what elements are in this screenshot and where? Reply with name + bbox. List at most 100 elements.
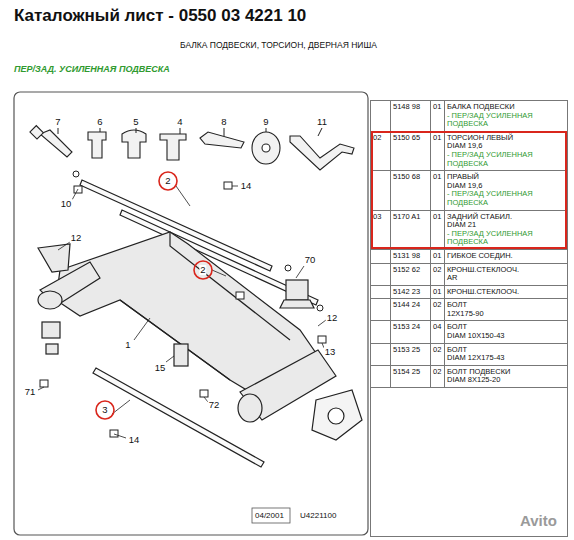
table-cell bbox=[371, 101, 391, 131]
table-cell: БОЛТDIAM 10X150-43 bbox=[445, 321, 567, 342]
part-description: БОЛТ ПОДВЕСКИ bbox=[447, 368, 565, 377]
part-description: AR bbox=[447, 274, 565, 283]
table-row: 5148 9801БАЛКА ПОДВЕСКИ- ПЕР/ЗАД УСИЛЕНН… bbox=[371, 101, 567, 132]
table-cell: 01 bbox=[431, 286, 445, 299]
table-cell: БОЛТ12X175-90 bbox=[445, 299, 567, 320]
table-cell: 5152 62 bbox=[391, 264, 431, 285]
callout-number: 3 bbox=[101, 405, 108, 415]
table-cell bbox=[371, 344, 391, 365]
variant-note: - ПЕР/ЗАД УСИЛЕННАЯ ПОДВЕСКА bbox=[447, 151, 565, 168]
table-row: 025150 6501ТОРСИОН ЛЕВЫЙDIAM 19,6- ПЕР/З… bbox=[371, 132, 567, 171]
group-number: 03 bbox=[373, 213, 388, 222]
table-cell: КРОНШ.СТЕКЛООЧ.AR bbox=[445, 264, 567, 285]
quantity: 02 bbox=[433, 266, 442, 275]
table-row: 5144 2402БОЛТ12X175-90 bbox=[371, 299, 567, 321]
variant-note: - ПЕР/ЗАД УСИЛЕННАЯ ПОДВЕСКА bbox=[447, 230, 565, 247]
table-cell: ЗАДНИЙ СТАБИЛ.DIAM 21- ПЕР/ЗАД УСИЛЕННАЯ… bbox=[445, 211, 567, 249]
part-code: 5153 25 bbox=[393, 346, 428, 355]
table-row: 03 5170 A101ЗАДНИЙ СТАБИЛ.DIAM 21- ПЕР/ЗА… bbox=[371, 211, 567, 250]
part-description: БОЛТ bbox=[447, 346, 565, 355]
table-cell bbox=[371, 286, 391, 299]
table-row: 5154 2502БОЛТ ПОДВЕСКИDIAM 8X125-20 bbox=[371, 366, 567, 388]
drawing-code: U4221100 bbox=[300, 511, 336, 520]
table-cell: ГИБКОЕ СОЕДИН. bbox=[445, 250, 567, 263]
table-row: 5152 6202КРОНШ.СТЕКЛООЧ.AR bbox=[371, 264, 567, 286]
callout-number: 11 bbox=[316, 117, 328, 127]
part-code: 5150 68 bbox=[393, 173, 428, 182]
callout-number: 13 bbox=[324, 347, 337, 357]
table-cell: 01 bbox=[431, 132, 445, 170]
table-cell: 5131 98 bbox=[391, 250, 431, 263]
callout-number: 70 bbox=[304, 255, 317, 265]
part-code: 5153 24 bbox=[393, 323, 428, 332]
part-code: 5150 65 bbox=[393, 134, 428, 143]
table-cell: 5150 68 bbox=[391, 171, 431, 209]
callout-number: 12 bbox=[70, 233, 83, 243]
parts-table: 5148 98 01 БАЛКА ПОДВЕСКИ - ПЕР/ЗАД УСИЛЕНН… bbox=[370, 100, 568, 537]
part-description: DIAM 19,6 bbox=[447, 182, 565, 191]
part-description: ТОРСИОН ЛЕВЫЙ bbox=[447, 134, 565, 143]
table-cell: 5153 24 bbox=[391, 321, 431, 342]
quantity: 01 bbox=[433, 134, 442, 143]
table-cell bbox=[371, 171, 391, 209]
quantity: 01 bbox=[433, 252, 442, 261]
callout-number: 14 bbox=[240, 181, 253, 191]
part-code: 5144 24 bbox=[393, 301, 428, 310]
variant-note: ПЕР/ЗАД. УСИЛЕННАЯ ПОДВЕСКА bbox=[14, 64, 170, 74]
part-code: 5142 23 bbox=[393, 288, 428, 297]
callout-number: 9 bbox=[262, 117, 269, 127]
callout-number: 7 bbox=[54, 117, 61, 127]
part-description: DIAM 21 bbox=[447, 221, 565, 230]
quantity: 01 bbox=[433, 288, 442, 297]
watermark: Avito bbox=[520, 512, 557, 529]
part-code: 5154 25 bbox=[393, 368, 428, 377]
part-description: DIAM 19,6 bbox=[447, 142, 565, 151]
table-cell: 5148 98 bbox=[391, 101, 431, 131]
table-cell bbox=[371, 299, 391, 320]
table-cell: 02 bbox=[431, 264, 445, 285]
part-code: 5170 A1 bbox=[393, 213, 428, 222]
part-description: 12X175-90 bbox=[447, 310, 565, 319]
table-row: 5142 23 01 КРОНШ.СТЕКЛООЧ. bbox=[371, 286, 567, 300]
table-cell: БОЛТ ПОДВЕСКИDIAM 8X125-20 bbox=[445, 366, 567, 387]
part-code: 5148 98 bbox=[393, 103, 428, 112]
part-description: DIAM 8X125-20 bbox=[447, 376, 565, 385]
part-description: DIAM 12X175-43 bbox=[447, 354, 565, 363]
table-cell: 5142 23 bbox=[391, 286, 431, 299]
callout-number: 8 bbox=[220, 117, 227, 127]
quantity: 01 bbox=[433, 173, 442, 182]
table-row: 5153 2502БОЛТDIAM 12X175-43 bbox=[371, 344, 567, 366]
table-cell bbox=[371, 264, 391, 285]
part-description: БАЛКА ПОДВЕСКИ bbox=[447, 103, 565, 112]
callout-number: 72 bbox=[208, 400, 221, 410]
table-cell: 01 bbox=[431, 250, 445, 263]
table-cell: ПРАВЫЙDIAM 19,6- ПЕР/ЗАД УСИЛЕННАЯ ПОДВЕ… bbox=[445, 171, 567, 209]
part-description: БОЛТ bbox=[447, 301, 565, 310]
drawing-date: 04/2001 bbox=[255, 511, 284, 520]
table-cell: 01 bbox=[431, 171, 445, 209]
callout-number: 6 bbox=[96, 117, 103, 127]
variant-note: - ПЕР/ЗАД УСИЛЕННАЯ ПОДВЕСКА bbox=[447, 190, 565, 207]
table-row: 5150 68 01ПРАВЫЙDIAM 19,6- ПЕР/ЗАД УСИЛЕН… bbox=[371, 171, 567, 210]
table-cell: 02 bbox=[431, 344, 445, 365]
table-cell bbox=[371, 250, 391, 263]
group-number: 02 bbox=[373, 134, 388, 143]
sheet-title: Каталожный лист - 0550 03 4221 10 bbox=[14, 6, 306, 26]
table-cell: 04 bbox=[431, 321, 445, 342]
table-cell: КРОНШ.СТЕКЛООЧ. bbox=[445, 286, 567, 299]
table-row: 5131 9801ГИБКОЕ СОЕДИН. bbox=[371, 250, 567, 264]
callout-number: 71 bbox=[24, 387, 37, 397]
table-cell bbox=[371, 366, 391, 387]
callout-number: 2 bbox=[164, 176, 171, 186]
table-cell: 5144 24 bbox=[391, 299, 431, 320]
callout-number: 12 bbox=[326, 313, 339, 323]
table-cell: 5150 65 bbox=[391, 132, 431, 170]
table-cell: БОЛТDIAM 12X175-43 bbox=[445, 344, 567, 365]
table-cell: ТОРСИОН ЛЕВЫЙDIAM 19,6- ПЕР/ЗАД УСИЛЕННА… bbox=[445, 132, 567, 170]
table-cell: 02 bbox=[431, 366, 445, 387]
part-description: КРОНШ.СТЕКЛООЧ. bbox=[447, 266, 565, 275]
table-cell: 5154 25 bbox=[391, 366, 431, 387]
quantity: 02 bbox=[433, 301, 442, 310]
part-description: КРОНШ.СТЕКЛООЧ. bbox=[447, 288, 565, 297]
table-cell: 01 bbox=[431, 211, 445, 249]
